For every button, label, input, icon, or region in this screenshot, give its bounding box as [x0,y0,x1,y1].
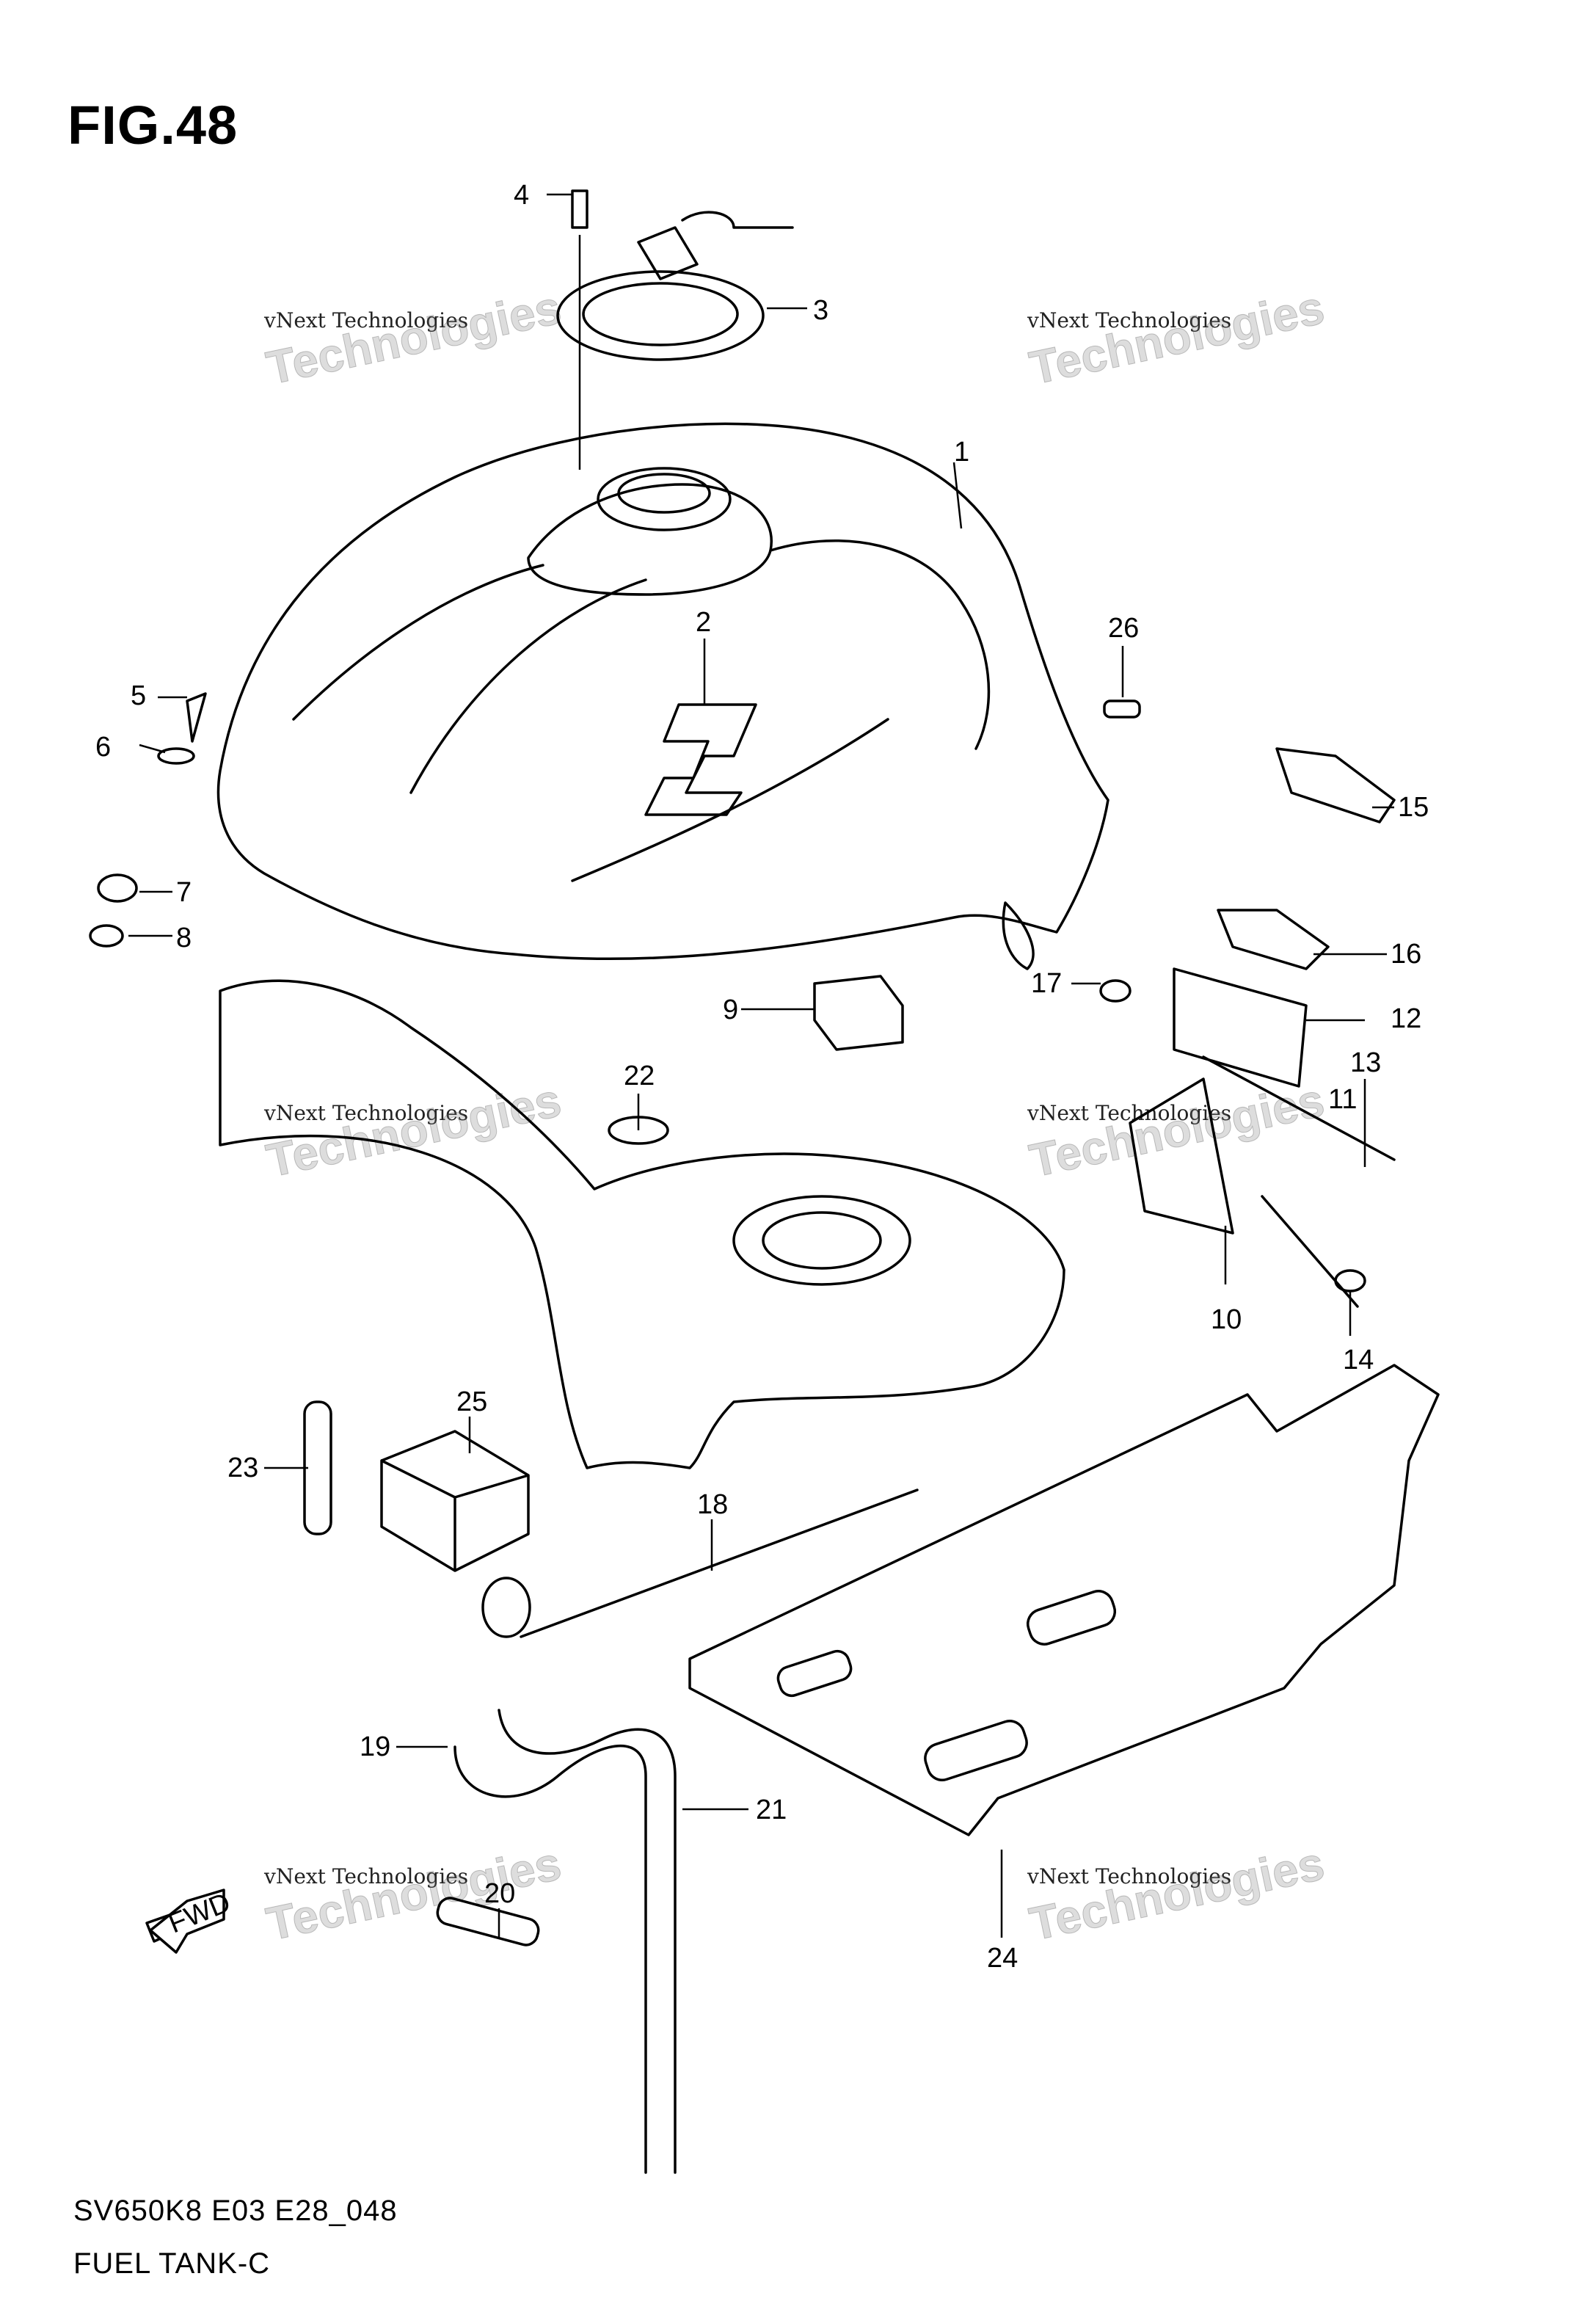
section-name: FUEL TANK-C [73,2247,271,2280]
callout-5: 5 [131,680,146,711]
callout-16: 16 [1391,939,1421,970]
fuel-cap-part [556,189,794,470]
hose-part [498,1709,677,2174]
callout-15: 15 [1398,792,1429,823]
callout-18: 18 [697,1489,728,1520]
callout-9: 9 [723,995,738,1025]
callout-labels: 1 2 3 4 5 6 7 8 9 10 11 12 13 14 15 16 1… [95,180,1429,1974]
callout-22: 22 [624,1061,655,1091]
bracket-part [1129,967,1396,1308]
washer-part [157,747,195,765]
forward-arrow-icon: FWD [145,1887,235,1954]
grommet-part [97,873,138,903]
mount-rubber-part [1275,747,1396,824]
callout-19: 19 [360,1731,390,1762]
callout-12: 12 [1391,1003,1421,1034]
callout-7: 7 [176,877,192,908]
callout-17: 17 [1031,968,1062,999]
callout-2: 2 [696,607,711,638]
callout-10: 10 [1211,1304,1242,1335]
callout-26: 26 [1108,613,1139,644]
rod-part [520,1488,919,1638]
callout-11: 11 [1328,1084,1357,1115]
collar-part [89,924,124,948]
fuel-tank-part [216,422,1109,970]
nut-part [1099,979,1132,1003]
inner-cover-part [219,979,1065,1469]
callout-6: 6 [95,732,111,763]
callout-24: 24 [987,1943,1018,1974]
mount-rubber-part [1217,909,1330,970]
damper-part [380,1430,530,1572]
callout-25: 25 [456,1386,487,1417]
heat-shield-part [688,1364,1440,1836]
figure-title: FIG.48 [68,95,238,156]
rod-ring [481,1577,531,1638]
model-code: SV650K8 E03 E28_048 [73,2195,398,2227]
clip-small-part [1103,699,1141,719]
clip-part [303,1400,332,1535]
callout-21: 21 [756,1795,787,1825]
leader-lines [128,193,1394,1938]
callout-20: 20 [484,1878,515,1909]
callout-13: 13 [1350,1047,1381,1078]
callout-1: 1 [954,437,969,468]
fwd-label: FWD [164,1887,235,1939]
callout-23: 23 [227,1453,258,1483]
callout-3: 3 [813,295,828,326]
callout-4: 4 [514,180,529,211]
clamp-part [436,1897,540,1946]
hose-part [453,1744,647,2174]
callout-14: 14 [1343,1345,1374,1375]
screw-part [186,692,207,743]
cushion-part [813,975,904,1051]
callout-8: 8 [176,923,192,953]
